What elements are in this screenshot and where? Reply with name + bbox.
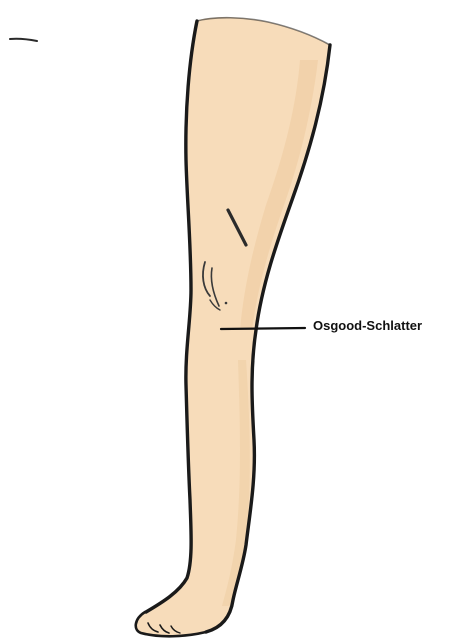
stray-pen-stroke [10, 39, 37, 41]
callout-leader-line [221, 328, 305, 329]
leg-illustration [135, 17, 330, 636]
kneecap-dot [225, 302, 228, 305]
callout-label: Osgood-Schlatter [313, 318, 422, 333]
